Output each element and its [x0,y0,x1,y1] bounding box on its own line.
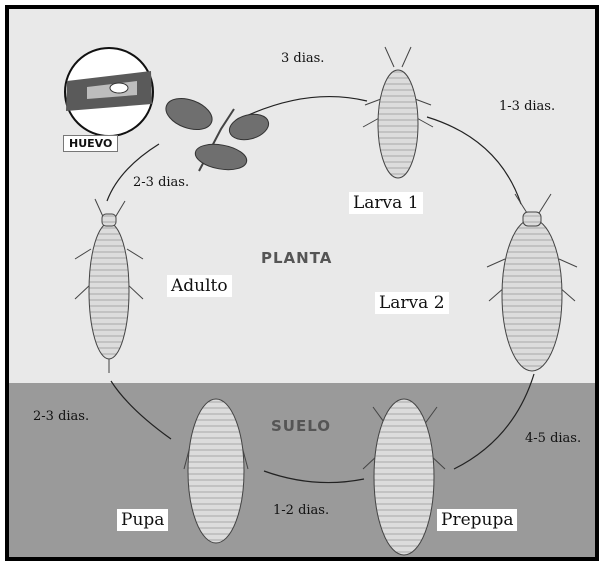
duration-pupa-to-adult: 2-3 dias. [33,409,89,424]
diagram-frame: PLANTA SUELO HUEVO Larva 1 Larva 2 Prepu… [5,5,599,561]
life-cycle-artwork [9,9,599,561]
arrow-adult-to-egg [107,144,159,201]
arrow-pupa-to-adult [111,381,171,439]
larva2-insect-icon [487,194,577,371]
duration-larva2-to-prepupa: 4-5 dias. [525,431,581,446]
duration-egg-to-larva1: 3 dias. [281,51,324,66]
stage-label-larva1: Larva 1 [349,192,423,214]
duration-adult-to-egg: 2-3 dias. [133,175,189,190]
arrow-larva2-to-prepupa [454,374,534,469]
pupa-insect-icon [184,399,248,543]
arrow-egg-to-larva1 [244,97,367,117]
adult-insect-icon [75,199,143,373]
arrow-prepupa-to-pupa [264,471,364,483]
stage-label-prepupa: Prepupa [437,509,517,531]
duration-larva1-to-larva2: 1-3 dias. [499,99,555,114]
stage-label-larva2: Larva 2 [375,292,449,314]
leaf-sprig-icon [162,93,272,174]
egg-inset-icon [65,48,153,136]
prepupa-insect-icon [363,399,445,555]
plant-zone-label: PLANTA [261,249,332,267]
duration-prepupa-to-pupa: 1-2 dias. [273,503,329,518]
egg-label: HUEVO [63,135,118,152]
soil-zone-label: SUELO [271,417,331,435]
arrow-larva1-to-larva2 [427,117,521,204]
larva1-insect-icon [363,47,433,178]
stage-label-pupa: Pupa [117,509,168,531]
stage-label-adult: Adulto [167,275,232,297]
